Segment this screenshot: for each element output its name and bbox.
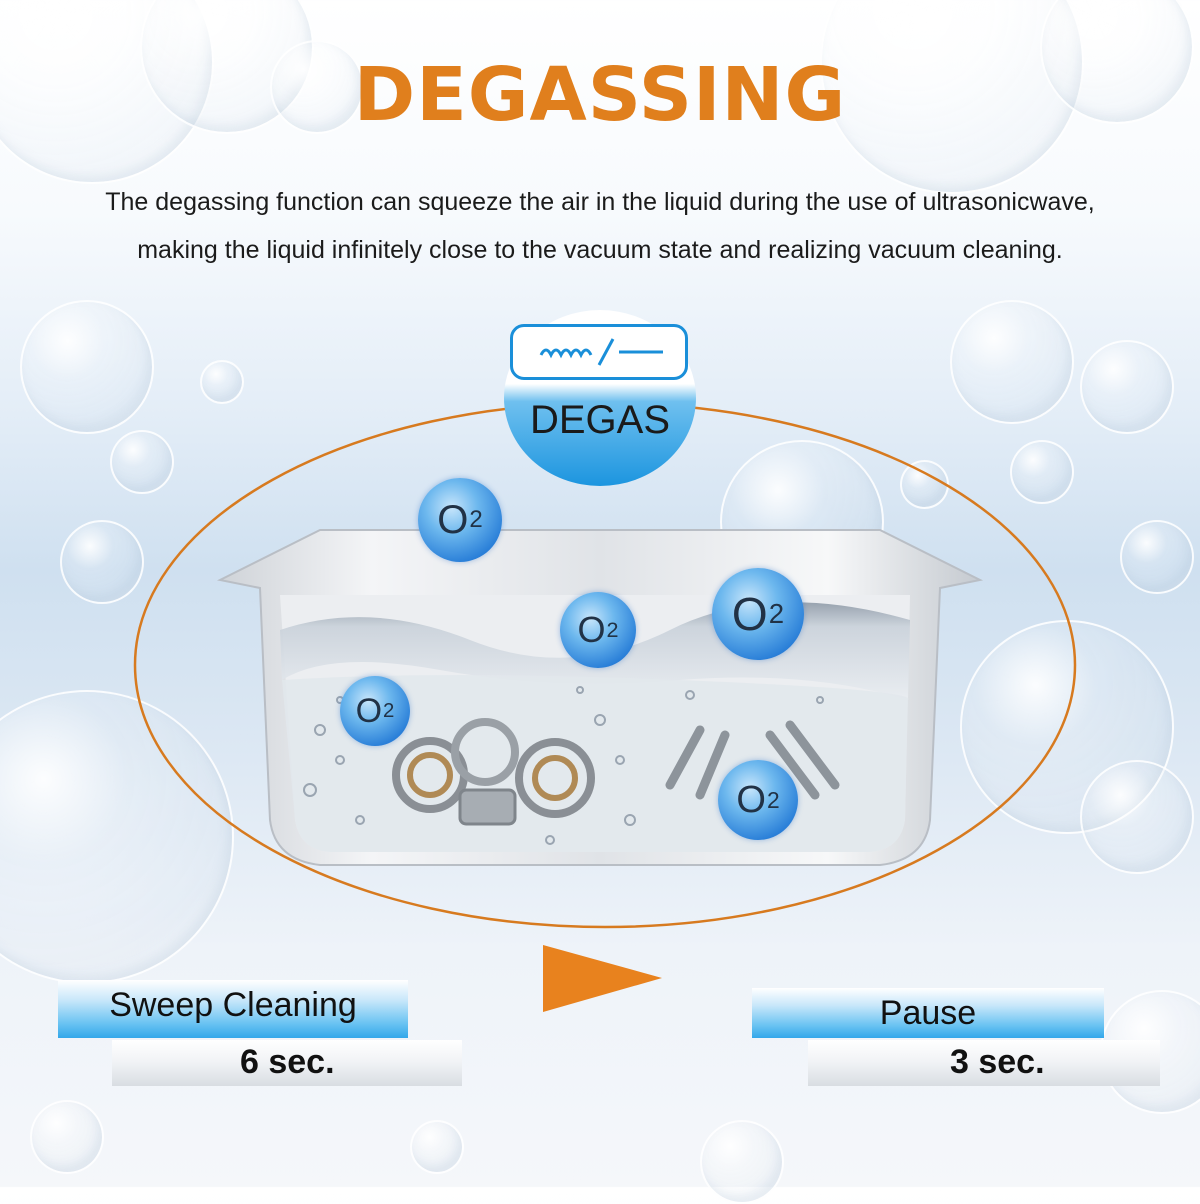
o2-subscript: 2 <box>606 617 619 642</box>
background-bubble <box>60 520 144 604</box>
background-bubble <box>20 300 154 434</box>
background-bubble <box>270 40 364 134</box>
o2-subscript: 2 <box>766 786 780 813</box>
degas-button-icon: DEGAS <box>492 310 708 486</box>
background-bubble <box>0 690 234 984</box>
o2-label: O <box>577 609 606 650</box>
o2-label: O <box>731 588 768 640</box>
o2-subscript: 2 <box>383 699 395 722</box>
bearing-parts <box>392 718 595 826</box>
sweep-cleaning-label: Sweep Cleaning <box>58 980 408 1038</box>
description: The degassing function can squeeze the a… <box>30 178 1170 274</box>
background-bubble <box>200 360 244 404</box>
pause-time: 3 sec. <box>808 1040 1160 1086</box>
o2-subscript: 2 <box>469 506 483 533</box>
background-bubble <box>30 1100 104 1174</box>
cleaning-tank <box>216 529 984 866</box>
degas-label: DEGAS <box>529 398 671 442</box>
background-bubble <box>1080 340 1174 434</box>
background-bubble <box>1080 760 1194 874</box>
o2-subscript: 2 <box>768 598 785 629</box>
page-title: DEGASSING <box>353 52 847 138</box>
o2-label: O <box>736 778 766 821</box>
background-bubble <box>110 430 174 494</box>
cycle-arrow-icon <box>543 945 662 1012</box>
o2-label: O <box>437 497 469 542</box>
water-bubbles <box>303 686 824 845</box>
background-bubble <box>1120 520 1194 594</box>
sweep-cleaning-time: 6 sec. <box>112 1040 462 1086</box>
o2-label: O <box>355 691 383 730</box>
degas-wave-box <box>510 324 688 380</box>
screw-parts <box>665 720 840 800</box>
background-bubble <box>1040 0 1194 124</box>
description-line: The degassing function can squeeze the a… <box>105 188 1095 216</box>
background-bubble <box>1010 440 1074 504</box>
background-bubble <box>950 300 1074 424</box>
description-line: making the liquid infinitely close to th… <box>137 236 1063 264</box>
pause-label: Pause <box>752 988 1104 1038</box>
wave-to-flat-icon <box>539 338 663 366</box>
background-bubble <box>410 1120 464 1174</box>
